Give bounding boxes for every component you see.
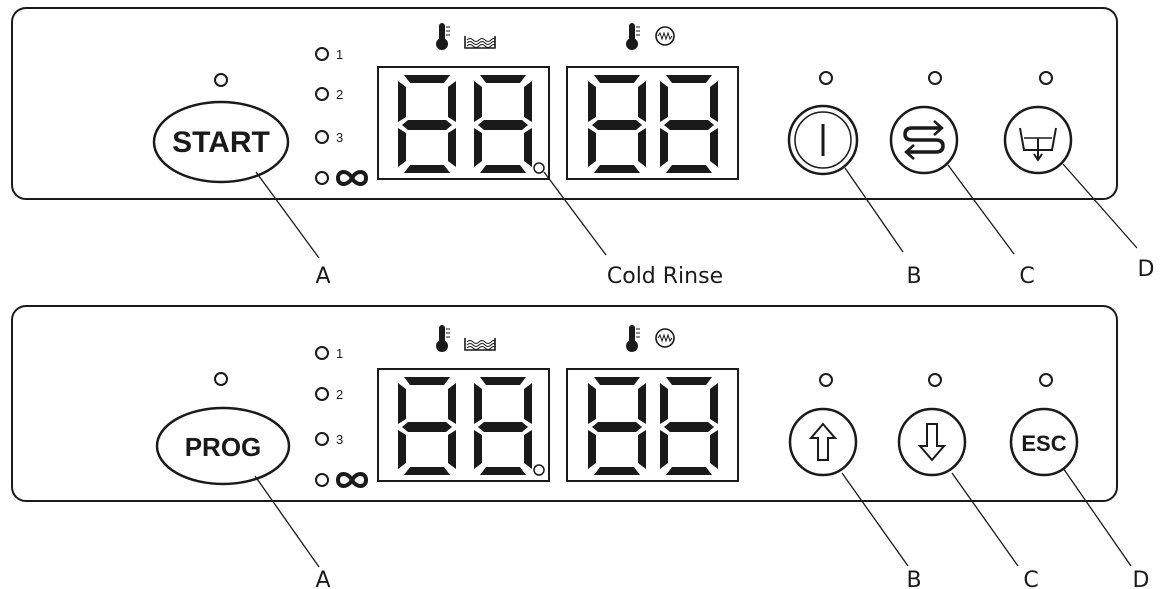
cycle-button[interactable] [889,105,959,175]
drain-button[interactable] [1003,105,1073,175]
level-2-label: 2 [336,387,343,402]
esc-led [1039,373,1053,387]
callout-d: D [1133,568,1150,589]
level-3-led [315,432,329,446]
start-indicator-led [214,73,228,87]
rinse-temperature-display [566,368,739,482]
cycle-led [928,71,942,85]
level-1-led [315,47,329,61]
thermometer-icon [435,22,451,51]
callout-a: A [315,568,330,589]
svg-text:START: START [172,126,270,159]
power-button[interactable] [787,104,859,176]
level-1-label: 1 [336,47,343,62]
thermometer-icon [625,22,641,51]
level-3-label: 3 [336,432,343,447]
thermometer-icon [435,324,451,353]
prog-button[interactable]: PROG [155,406,291,486]
level-3-label: 3 [336,130,343,145]
heater-icon [655,328,675,348]
level-2-label: 2 [336,87,343,102]
infinity-icon [336,472,368,488]
level-1-label: 1 [336,346,343,361]
water-tank-icon [464,337,496,351]
esc-button[interactable]: ESC [1009,407,1079,477]
power-led [819,71,833,85]
level-1-led [315,346,329,360]
bottom-panel: PROG 1 2 3 [11,305,1150,589]
level-3-led [315,130,329,144]
level-2-led [315,87,329,101]
cold-rinse-dot [533,162,545,174]
drain-led [1039,71,1053,85]
svg-text:ESC: ESC [1021,431,1066,456]
top-panel: START 1 2 3 [11,7,1155,289]
callout-c: C [1019,264,1034,289]
cold-rinse-dot [533,464,545,476]
up-button[interactable] [788,407,858,477]
heater-icon [655,26,675,46]
callout-b: B [906,568,921,589]
svg-text:PROG: PROG [185,432,262,462]
callout-b: B [906,264,921,289]
program-level-leds: 1 2 3 [315,47,368,186]
callout-a: A [315,264,330,289]
prog-indicator-led [214,372,228,386]
callout-d: D [1138,257,1155,282]
level-infinity-led [315,171,329,185]
cold-rinse-label: Cold Rinse [607,264,723,289]
water-tank-icon [464,35,496,49]
wash-temperature-display [377,368,550,482]
up-led [819,373,833,387]
infinity-icon [336,170,368,186]
rinse-temperature-display [566,66,739,180]
callout-c: C [1023,568,1038,589]
start-button[interactable]: START [152,100,290,184]
thermometer-icon [625,324,641,353]
level-2-led [315,387,329,401]
down-led [928,373,942,387]
level-infinity-led [315,473,329,487]
down-button[interactable] [897,407,967,477]
program-level-leds: 1 2 3 [315,346,368,488]
bottom-panel-frame [11,305,1118,502]
wash-temperature-display [377,66,550,180]
